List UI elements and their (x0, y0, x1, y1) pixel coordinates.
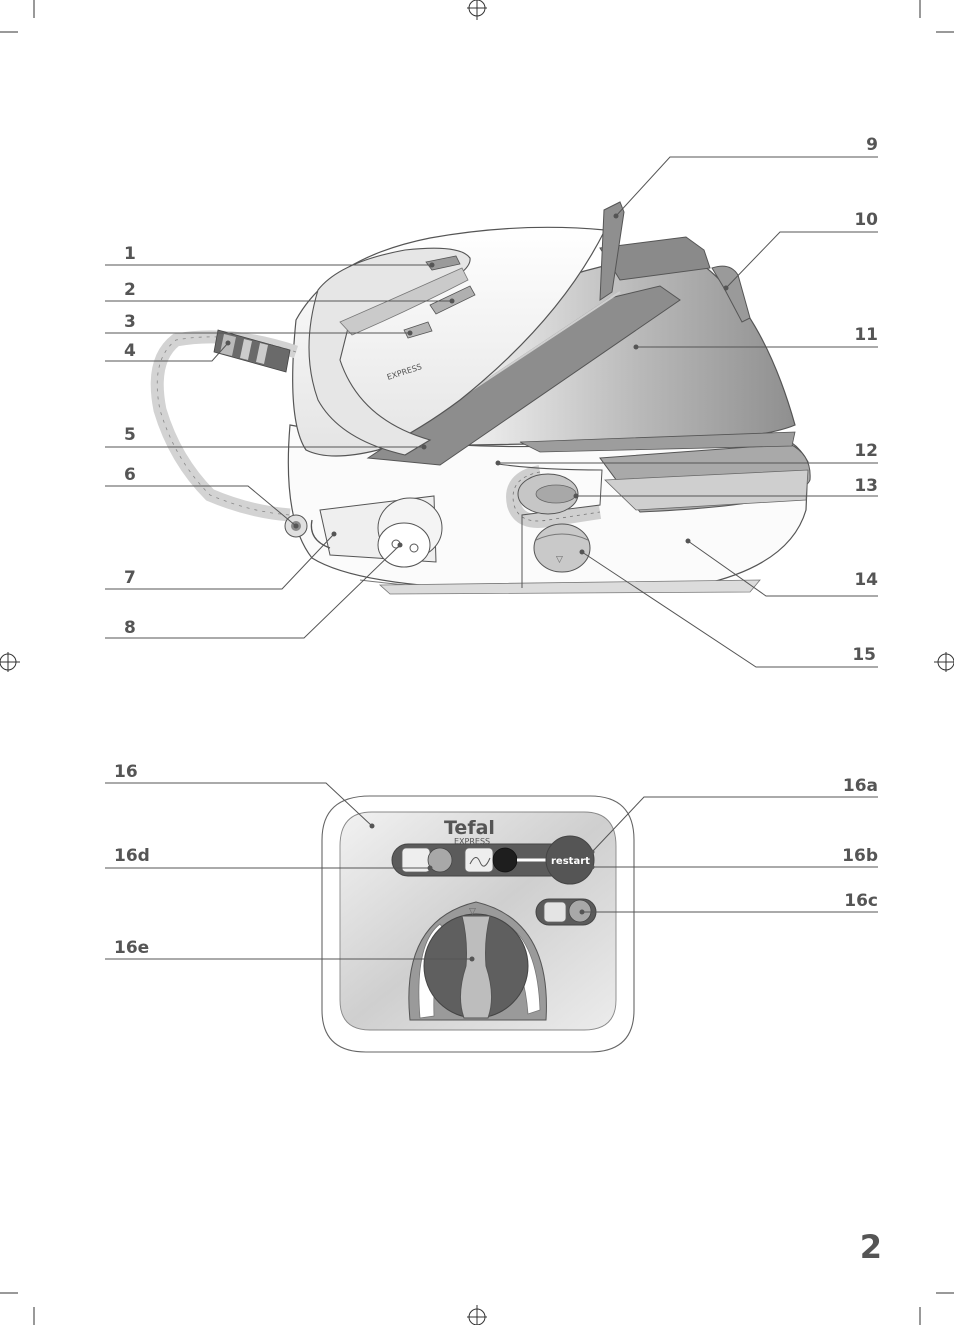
leader-dots (225, 213, 729, 962)
label-13: 13 (854, 476, 878, 496)
label-4: 4 (124, 341, 136, 361)
label-6: 6 (124, 465, 136, 485)
steam-generator-illustration: EXPRESS ▽ (150, 201, 811, 595)
leader-lines (105, 156, 878, 960)
label-2: 2 (124, 280, 136, 300)
label-5: 5 (124, 425, 136, 445)
svg-text:▽: ▽ (556, 555, 563, 565)
label-16a: 16a (842, 776, 878, 796)
label-15: 15 (852, 645, 876, 665)
label-1: 1 (124, 244, 136, 264)
label-14: 14 (854, 570, 878, 590)
control-panel-illustration: Tefal EXPRESS restart ▽ (321, 795, 635, 1053)
label-9: 9 (866, 135, 878, 155)
dial-knob (460, 915, 492, 1019)
label-12: 12 (854, 441, 878, 461)
label-11: 11 (854, 325, 878, 345)
label-3: 3 (124, 312, 136, 332)
label-8: 8 (124, 618, 136, 638)
label-16b: 16b (842, 846, 878, 866)
label-16c: 16c (844, 891, 878, 911)
label-10: 10 (854, 210, 878, 230)
label-7: 7 (124, 568, 136, 588)
tank-handle (711, 265, 751, 323)
label-16e: 16e (114, 938, 150, 958)
brand-logo: Tefal (444, 817, 495, 839)
page-number: 2 (859, 1228, 882, 1266)
label-16d: 16d (114, 846, 150, 866)
restart-label: restart (551, 856, 590, 867)
label-16: 16 (114, 762, 138, 782)
brand-sub: EXPRESS (454, 837, 490, 846)
svg-text:▽: ▽ (469, 907, 476, 917)
